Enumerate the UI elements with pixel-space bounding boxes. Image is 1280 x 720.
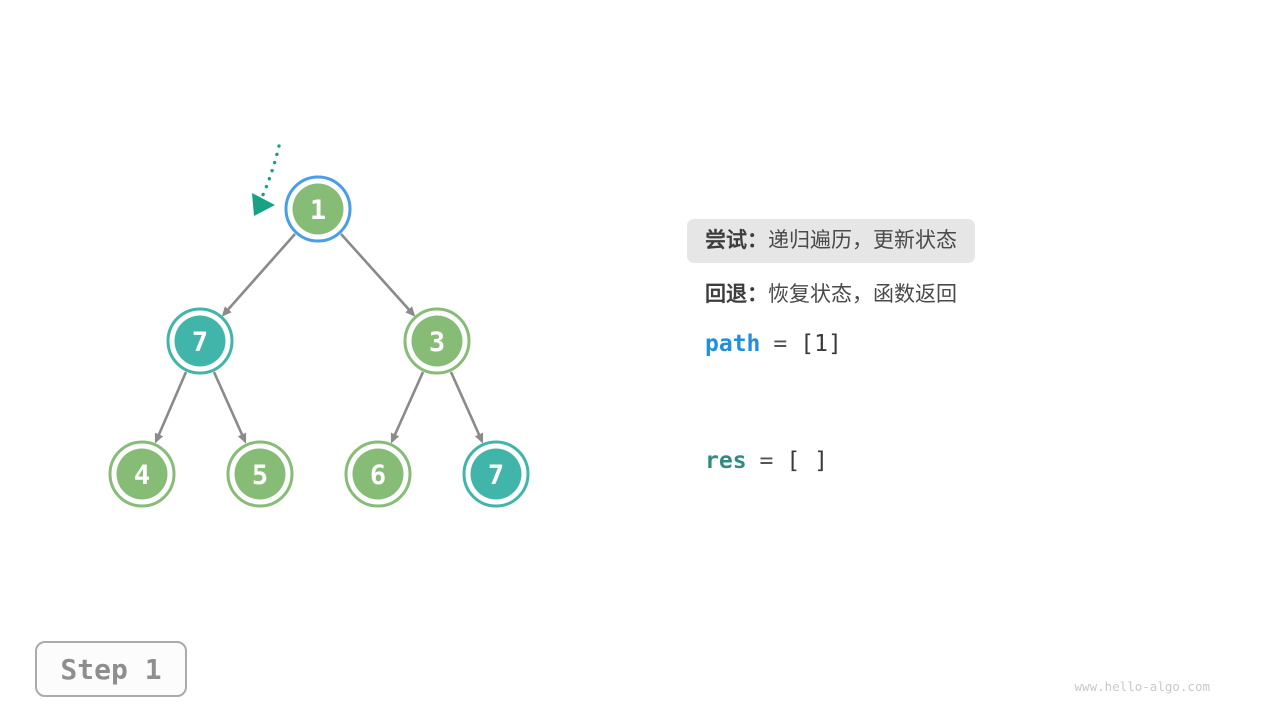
edge-1-7	[221, 233, 296, 317]
res-equals-sign: =	[759, 448, 774, 474]
tree-edges	[154, 233, 484, 444]
try-text: 递归遍历，更新状态	[768, 229, 957, 252]
tree-node-4: 4	[108, 440, 176, 508]
res-variable-line: res = [ ]	[705, 448, 828, 474]
tree-node-7-right: 7	[462, 440, 530, 508]
edge-1-3	[340, 233, 416, 317]
node-label: 7	[488, 460, 504, 491]
try-line: 尝试：递归遍历，更新状态	[687, 219, 975, 263]
edge-3-7	[449, 371, 484, 444]
path-variable-line: path = [1]	[705, 331, 842, 357]
step-badge: Step 1	[35, 641, 187, 697]
watermark: www.hello-algo.com	[1074, 679, 1210, 694]
current-pointer-arrowhead	[252, 193, 275, 216]
node-label: 3	[429, 327, 445, 358]
try-label: 尝试：	[705, 229, 768, 252]
node-label: 7	[192, 327, 208, 358]
res-variable-name: res	[705, 448, 747, 474]
backtrack-label: 回退：	[705, 283, 768, 306]
path-variable-value: [1]	[800, 331, 842, 357]
edge-7-5	[212, 371, 247, 444]
tree-node-5: 5	[226, 440, 294, 508]
node-label: 4	[134, 460, 150, 491]
node-label: 1	[310, 195, 326, 226]
current-pointer-arrow	[260, 144, 281, 199]
node-label: 5	[252, 460, 268, 491]
tree-node-6: 6	[344, 440, 412, 508]
tree-node-1-current: 1	[284, 175, 352, 243]
path-variable-name: path	[705, 331, 761, 357]
backtrack-line: 回退：恢复状态，函数返回	[705, 282, 957, 308]
tree-node-3: 3	[403, 307, 471, 375]
backtrack-text: 恢复状态，函数返回	[768, 283, 957, 306]
node-label: 6	[370, 460, 386, 491]
res-variable-value: [ ]	[786, 448, 828, 474]
edge-7-4	[154, 371, 188, 444]
edge-3-6	[390, 371, 425, 444]
path-equals-sign: =	[773, 331, 788, 357]
step-badge-label: Step 1	[60, 652, 162, 686]
tree-node-7-left: 7	[166, 307, 234, 375]
